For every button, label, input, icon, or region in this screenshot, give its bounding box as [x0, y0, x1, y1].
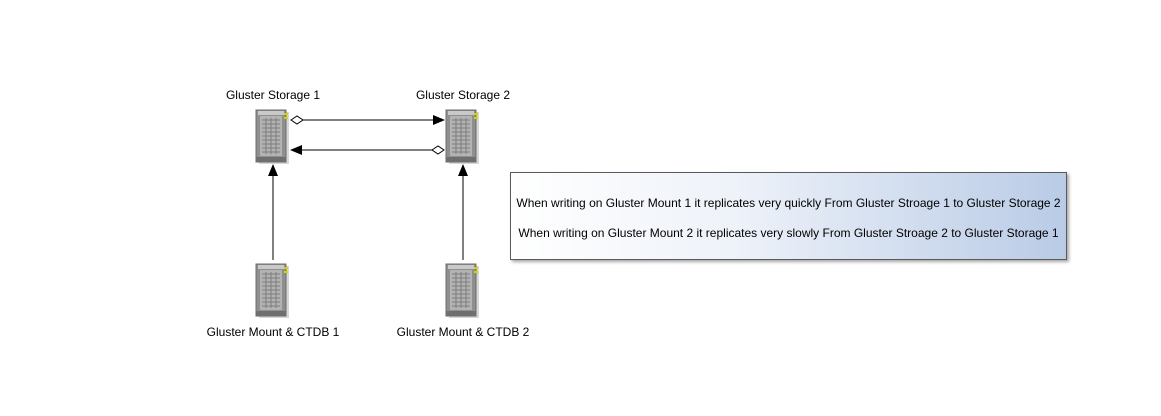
server-tower-icon: [445, 109, 480, 165]
node-label-storage-2: Gluster Storage 2: [415, 88, 511, 102]
node-label-mount-2: Gluster Mount & CTDB 2: [396, 325, 530, 339]
node-label-storage-1: Gluster Storage 1: [225, 88, 321, 102]
server-tower-icon: [445, 263, 480, 319]
server-tower-icon: [255, 263, 290, 319]
server-tower-icon: [255, 109, 290, 165]
note-line-1: When writing on Gluster Mount 1 it repli…: [516, 196, 1061, 210]
replication-note: When writing on Gluster Mount 1 it repli…: [510, 172, 1067, 260]
note-line-2: When writing on Gluster Mount 2 it repli…: [518, 226, 1059, 240]
node-label-mount-1: Gluster Mount & CTDB 1: [206, 325, 340, 339]
